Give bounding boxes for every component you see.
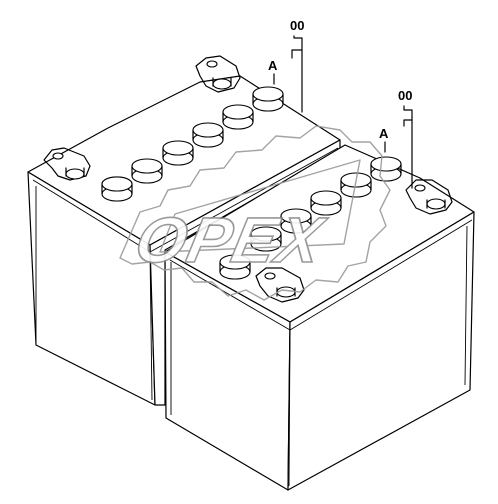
vent-cap: [192, 122, 224, 148]
callout-front-sub: A: [379, 126, 389, 141]
callout-front-leader: [403, 105, 413, 189]
callout-front-ref: 00: [398, 88, 412, 103]
battery-front-side: [287, 211, 475, 491]
vent-cap: [162, 140, 194, 166]
callout-front: 00 A: [379, 88, 413, 189]
vent-cap: [219, 254, 251, 280]
vent-cap: [101, 176, 133, 202]
battery-back: [27, 55, 341, 406]
vent-cap: [131, 158, 163, 184]
vent-cap: [280, 208, 312, 234]
watermark-text: OPEX: [129, 204, 332, 276]
callout-back: 00 A: [268, 18, 304, 113]
battery-front: [164, 144, 475, 491]
vent-cap: [340, 172, 372, 198]
battery-front-vent-caps: [219, 156, 402, 280]
callout-back-ref: 00: [290, 18, 304, 33]
callout-back-sub: A: [268, 58, 278, 73]
vent-cap: [370, 156, 402, 182]
battery-front-terminal-right: [405, 179, 453, 215]
vent-cap: [222, 104, 254, 130]
vent-cap: [252, 86, 284, 112]
vent-cap: [310, 190, 342, 216]
watermark-gear-icon: [119, 125, 391, 301]
battery-back-vent-caps: [101, 86, 284, 202]
battery-back-terminal-right: [195, 55, 241, 93]
callout-back-leader: [293, 35, 303, 113]
watermark: OPEX: [119, 125, 391, 301]
battery-back-terminal-left: [43, 147, 91, 181]
